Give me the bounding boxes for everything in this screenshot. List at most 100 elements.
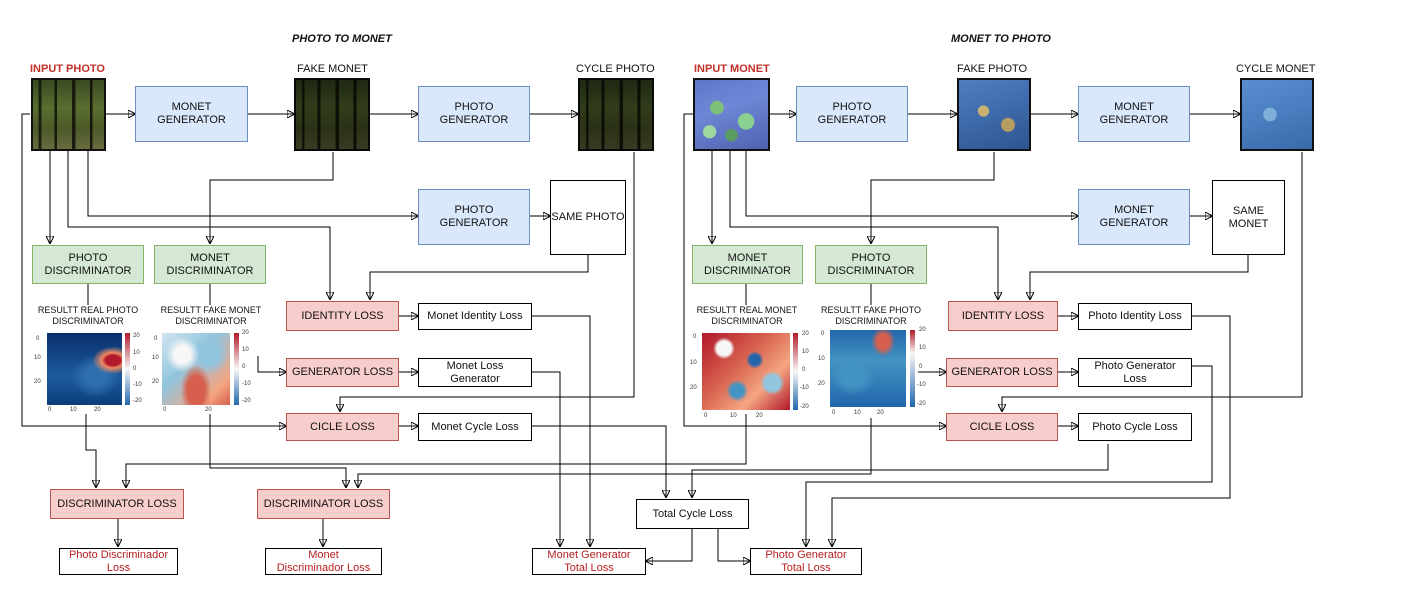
h4-xtick: 0	[832, 410, 836, 416]
h4-cbtick: 0	[919, 364, 923, 370]
h1-cbtick: -10	[133, 382, 142, 388]
fake-monet-label: FAKE MONET	[297, 63, 368, 75]
cycle-monet-image	[1240, 78, 1314, 151]
photo-generator-box-right: PHOTO GENERATOR	[796, 86, 908, 142]
result-fake-monet-label: RESULTT FAKE MONET DISCRIMINATOR	[160, 305, 262, 326]
colorbar-real-photo	[125, 333, 130, 405]
monet-generator-total-loss-box: Monet Generator Total Loss	[532, 548, 646, 575]
h2-cbtick: -20	[242, 398, 251, 404]
monet-loss-generator-box: Monet Loss Generator	[418, 358, 532, 387]
monet-discriminator-box: MONET DISCRIMINATOR	[154, 245, 266, 284]
discriminator-loss-box-1: DISCRIMINATOR LOSS	[50, 489, 184, 519]
h2-ytick: 10	[152, 355, 159, 361]
monet-discriminator-box-right: MONET DISCRIMINATOR	[692, 245, 803, 284]
cycle-photo-image	[578, 78, 654, 151]
heatmap-fake-photo	[830, 330, 906, 407]
h2-cbtick: 0	[242, 364, 246, 370]
h1-cbtick: 10	[133, 350, 140, 356]
generator-loss-box-right: GENERATOR LOSS	[946, 358, 1058, 387]
input-photo-label: INPUT PHOTO	[30, 63, 105, 75]
h3-xtick: 10	[730, 413, 737, 419]
generator-loss-box: GENERATOR LOSS	[286, 358, 399, 387]
monet-discriminador-loss-box: Monet Discriminador Loss	[265, 548, 382, 575]
colorbar-fake-monet	[234, 333, 239, 405]
cycle-photo-label: CYCLE PHOTO	[576, 63, 655, 75]
h2-ytick: 0	[154, 336, 158, 342]
fake-photo-label: FAKE PHOTO	[957, 63, 1028, 75]
monet-generator-box: MONET GENERATOR	[135, 86, 248, 142]
photo-generator-loss-box: Photo Generator Loss	[1078, 358, 1192, 387]
colorbar-fake-photo	[910, 330, 915, 407]
photo-cycle-loss-box: Photo Cycle Loss	[1078, 413, 1192, 441]
identity-loss-box-right: IDENTITY LOSS	[948, 301, 1058, 331]
result-real-monet-label: RESULTT REAL MONET DISCRIMINATOR	[696, 305, 798, 326]
same-photo-box: SAME PHOTO	[550, 180, 626, 255]
h4-xtick: 20	[877, 410, 884, 416]
h4-ytick: 10	[818, 356, 825, 362]
h3-cbtick: 20	[802, 331, 809, 337]
heatmap-real-photo	[47, 333, 122, 405]
h1-xtick: 10	[70, 407, 77, 413]
total-cycle-loss-box: Total Cycle Loss	[636, 499, 749, 529]
photo-discriminator-box-right: PHOTO DISCRIMINATOR	[815, 245, 927, 284]
h2-cbtick: 20	[242, 330, 249, 336]
photo-generator-identity-box: PHOTO GENERATOR	[418, 189, 530, 245]
photo-identity-loss-box: Photo Identity Loss	[1078, 303, 1192, 330]
photo-generator-total-loss-box: Photo Generator Total Loss	[750, 548, 862, 575]
h4-cbtick: 20	[919, 327, 926, 333]
heatmap-fake-monet	[162, 333, 230, 405]
monet-generator-box-right: MONET GENERATOR	[1078, 86, 1190, 142]
h2-cbtick: 10	[242, 347, 249, 353]
h1-cbtick: -20	[133, 398, 142, 404]
discriminator-loss-box-2: DISCRIMINATOR LOSS	[257, 489, 390, 519]
fake-photo-image	[957, 78, 1031, 151]
colorbar-real-monet	[793, 333, 798, 410]
h1-ytick: 20	[34, 379, 41, 385]
h3-ytick: 10	[690, 360, 697, 366]
h3-cbtick: -10	[800, 385, 809, 391]
h4-xtick: 10	[854, 410, 861, 416]
h3-ytick: 0	[693, 334, 697, 340]
h1-ytick: 10	[34, 355, 41, 361]
h3-xtick: 0	[704, 413, 708, 419]
input-monet-image	[693, 78, 770, 151]
cycle-monet-label: CYCLE MONET	[1236, 63, 1316, 75]
monet-generator-identity-box: MONET GENERATOR	[1078, 189, 1190, 245]
cicle-loss-box: CICLE LOSS	[286, 413, 399, 441]
h4-ytick: 0	[821, 331, 825, 337]
fake-monet-image	[294, 78, 370, 151]
h1-cbtick: 0	[133, 366, 137, 372]
input-photo-image	[31, 78, 106, 151]
h1-xtick: 0	[48, 407, 52, 413]
h3-cbtick: 0	[802, 367, 806, 373]
h2-xtick: 0	[163, 407, 167, 413]
h1-ytick: 0	[36, 336, 40, 342]
h2-xtick: 20	[205, 407, 212, 413]
h1-xtick: 20	[94, 407, 101, 413]
result-fake-photo-label: RESULTT FAKE PHOTO DISCRIMINATOR	[820, 305, 922, 326]
result-real-photo-label: RESULTT REAL PHOTO DISCRIMINATOR	[37, 305, 139, 326]
h3-ytick: 20	[690, 385, 697, 391]
title-monet-to-photo: MONET TO PHOTO	[951, 33, 1051, 45]
monet-identity-loss-box: Monet Identity Loss	[418, 303, 532, 330]
h4-cbtick: 10	[919, 345, 926, 351]
h4-ytick: 20	[818, 381, 825, 387]
monet-cycle-loss-box: Monet Cycle Loss	[418, 413, 532, 441]
h1-cbtick: 20	[133, 333, 140, 339]
same-monet-box: SAME MONET	[1212, 180, 1285, 255]
cicle-loss-box-right: CICLE LOSS	[946, 413, 1058, 441]
h3-cbtick: 10	[802, 349, 809, 355]
heatmap-real-monet	[702, 333, 790, 410]
h3-cbtick: -20	[800, 404, 809, 410]
photo-generator-box: PHOTO GENERATOR	[418, 86, 530, 142]
h3-xtick: 20	[756, 413, 763, 419]
h2-ytick: 20	[152, 379, 159, 385]
h4-cbtick: -10	[917, 382, 926, 388]
photo-discriminator-box: PHOTO DISCRIMINATOR	[32, 245, 144, 284]
h4-cbtick: -20	[917, 401, 926, 407]
photo-discriminador-loss-box: Photo Discriminador Loss	[59, 548, 178, 575]
title-photo-to-monet: PHOTO TO MONET	[292, 33, 392, 45]
h2-cbtick: -10	[242, 381, 251, 387]
